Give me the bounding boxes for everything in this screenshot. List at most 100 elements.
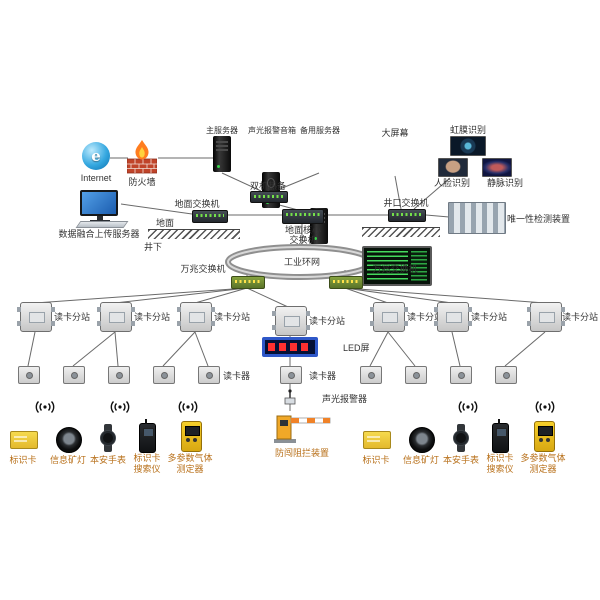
uniqueness-gate-label: 唯一性检测装置 [507,214,571,224]
led-screen-icon [262,337,318,357]
miner-lamp-icon [409,427,435,453]
gas-detector-label-line1: 多参数气体 [167,453,213,463]
safety-watch-icon [99,424,117,452]
gas-detector-icon [534,421,555,452]
card-substation [370,302,405,332]
card-substation [434,302,469,332]
card-reader [108,366,130,384]
wifi-signal-icon [175,399,201,420]
card-searcher-label-line2: 搜索仪 [486,464,514,474]
card-substation-label: 读卡分站 [407,312,444,322]
vein-image [482,158,512,177]
face-recognition-label: 人脸识别 [433,178,471,188]
internet-glyph: e [91,147,101,165]
underground-label: 井下 [144,242,163,252]
safety-watch-label: 本安手表 [442,455,480,465]
card-substation-label: 读卡分站 [54,312,91,322]
ground-label: 地面 [156,218,175,228]
surface-hatch-left [148,229,240,239]
backup-server-label: 备用服务器 [300,126,340,135]
miner-lamp-label: 信息矿灯 [49,455,87,465]
card-reader [495,366,517,384]
safety-watch-label: 本安手表 [89,455,127,465]
card-searcher-label-line2: 搜索仪 [133,464,161,474]
id-card-icon [363,431,391,449]
card-searcher-icon [492,419,509,453]
upload-server-label: 数据融合上传服务器 [58,229,140,239]
card-substation-label: 读卡分站 [562,312,599,322]
safety-watch-icon [452,424,470,452]
id-card-label: 标识卡 [362,455,390,465]
card-reader [450,366,472,384]
card-substation [527,302,562,332]
card-substation-label: 读卡分站 [471,312,508,322]
core-switch-label-line1: 地面核心 [284,225,322,235]
gas-detector-label-line2: 测定器 [176,464,204,474]
gas-detector-label-line2: 测定器 [529,464,557,474]
wifi-signal-icon [32,399,58,420]
barrier-gate-icon [272,410,332,449]
card-reader [63,366,85,384]
vein-recognition-label: 静脉识别 [486,178,524,188]
iris-image [450,136,486,156]
big-screen-icon [362,246,432,286]
main-server-label: 主服务器 [206,126,238,135]
face-image [438,158,468,177]
card-substation [17,302,52,332]
card-reader [405,366,427,384]
card-substation [177,302,212,332]
card-substation [272,306,307,336]
keyboard-icon [75,221,129,228]
miner-lamp-icon [56,427,82,453]
ring-network-label: 工业环网 [281,257,323,267]
card-reader [153,366,175,384]
card-reader [198,366,220,384]
gas-detector-icon [181,421,202,452]
wifi-signal-icon [455,399,481,420]
card-substation-label: 读卡分站 [309,316,346,326]
led-screen-label: LED屏 [343,343,370,353]
tengig-switch-right-label: 万兆交换机 [372,264,418,274]
wifi-signal-icon [532,399,558,420]
tengig-switch-right-icon [329,276,363,289]
tengig-switch-left-icon [231,276,265,289]
ground-switch-label: 地面交换机 [174,199,220,209]
firewall-label: 防火墙 [128,177,156,187]
wellhead-switch-label: 井口交换机 [383,198,429,208]
barrier-gate-label: 防闯阻拦装置 [274,448,330,458]
internet-icon: e [82,142,110,170]
miner-lamp-label: 信息矿灯 [402,455,440,465]
firewall-icon [126,140,158,179]
tengig-switch-left-label: 万兆交换机 [180,264,226,274]
card-searcher-icon [139,419,156,453]
wellhead-switch-icon [388,209,426,222]
id-card-icon [10,431,38,449]
card-searcher-label-line1: 标识卡 [133,453,161,463]
hot-standby-label: 双机热备 [249,181,287,191]
ground-switch-icon [192,210,228,223]
main-server-icon [213,136,231,172]
card-reader [280,366,302,384]
sound-light-alarm-label: 声光报警器 [322,394,368,404]
card-substation-label: 读卡分站 [214,312,251,322]
surface-hatch-right [362,227,440,237]
core-switch-label-line2: 交换机 [289,235,317,245]
card-reader-label: 读卡器 [223,371,251,381]
internet-label: Internet [80,173,112,183]
id-card-label: 标识卡 [9,455,37,465]
card-substation [97,302,132,332]
gas-detector-label-line1: 多参数气体 [520,453,566,463]
big-screen-label: 大屏幕 [381,128,409,138]
iris-recognition-label: 虹膜识别 [449,125,487,135]
uniqueness-gate-icon [448,202,506,234]
core-switch-icon [282,209,324,224]
wifi-signal-icon [107,399,133,420]
monitor-stand [97,216,103,220]
card-reader [360,366,382,384]
upload-server-icon [75,190,129,228]
monitor-screen [80,190,118,216]
alarm-speaker-server-label: 声光报警音箱 [248,126,296,135]
card-searcher-label-line1: 标识卡 [486,453,514,463]
